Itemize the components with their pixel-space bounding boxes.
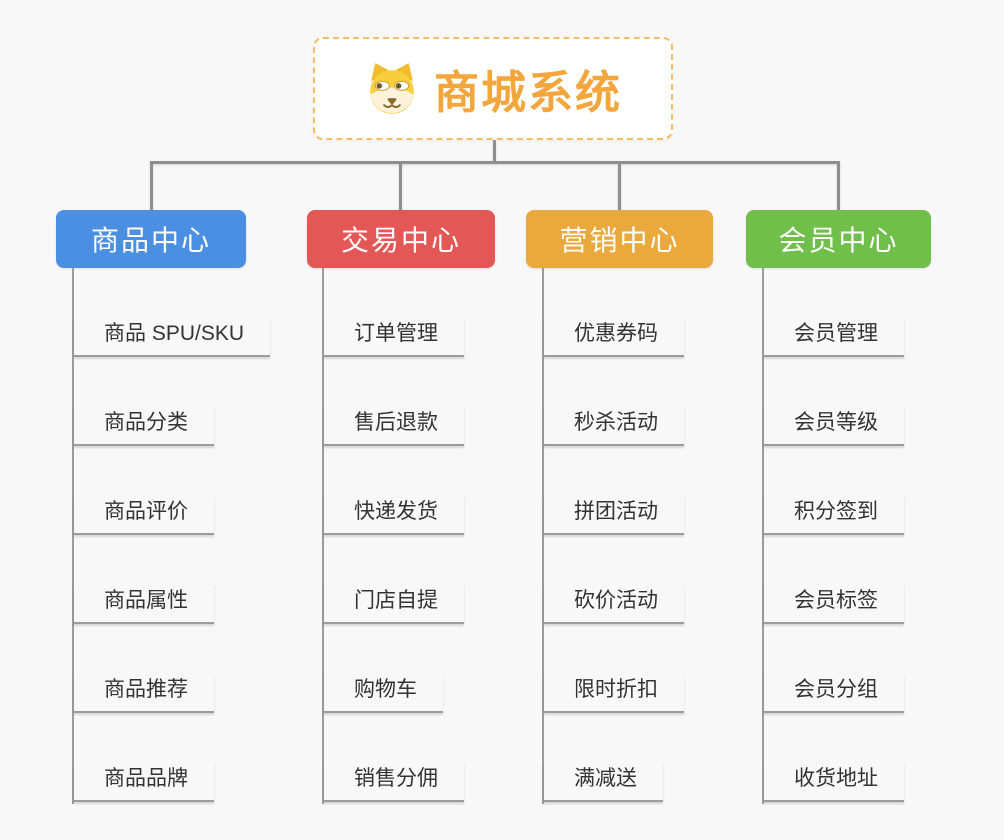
child-label: 拼团活动 (544, 495, 684, 535)
child-label: 会员分组 (764, 673, 904, 713)
child-label: 商品 SPU/SKU (74, 317, 271, 357)
child-label: 商品推荐 (74, 673, 214, 713)
child-label: 商品品牌 (74, 762, 214, 802)
branch-header-trade-center[interactable]: 交易中心 (307, 210, 495, 268)
child-label: 商品评价 (74, 495, 214, 535)
branch-children-member-center: 会员管理 会员等级 积分签到 会员标签 会员分组 收货地址 (762, 268, 904, 804)
child-label: 积分签到 (764, 495, 904, 535)
child-label: 订单管理 (324, 317, 464, 357)
child-label: 门店自提 (324, 584, 464, 624)
connector-horizontal (150, 161, 840, 164)
branch-children-trade-center: 订单管理 售后退款 快递发货 门店自提 购物车 销售分佣 (322, 268, 464, 804)
connector-drop-marketing (618, 163, 621, 210)
child-label: 快递发货 (324, 495, 464, 535)
child-label: 商品分类 (74, 406, 214, 446)
child-label: 会员管理 (764, 317, 904, 357)
branch-header-marketing-center[interactable]: 营销中心 (526, 210, 713, 268)
branch-header-product-center[interactable]: 商品中心 (56, 210, 246, 268)
child-label: 售后退款 (324, 406, 464, 446)
dog-face-icon (364, 62, 420, 115)
child-label: 会员标签 (764, 584, 904, 624)
connector-drop-member (837, 163, 840, 210)
child-label: 商品属性 (74, 584, 214, 624)
branch-children-marketing-center: 优惠券码 秒杀活动 拼团活动 砍价活动 限时折扣 满减送 (542, 268, 684, 804)
child-label: 会员等级 (764, 406, 904, 446)
connector-drop-trade (399, 163, 402, 210)
child-label: 收货地址 (764, 762, 904, 802)
child-label: 秒杀活动 (544, 406, 684, 446)
connector-drop-product (150, 163, 153, 210)
root-title: 商城系统 (433, 67, 622, 118)
child-label: 砍价活动 (544, 584, 684, 624)
child-label: 购物车 (324, 673, 443, 713)
child-label: 销售分佣 (324, 762, 464, 802)
child-label: 满减送 (544, 762, 663, 802)
root-node[interactable]: 商城系统 (313, 37, 673, 140)
branch-header-member-center[interactable]: 会员中心 (746, 210, 931, 268)
child-label: 优惠券码 (544, 317, 684, 357)
branch-children-product-center: 商品 SPU/SKU 商品分类 商品评价 商品属性 商品推荐 商品品牌 (72, 268, 271, 804)
child-label: 限时折扣 (544, 673, 684, 713)
connector-root-stub (493, 140, 496, 163)
